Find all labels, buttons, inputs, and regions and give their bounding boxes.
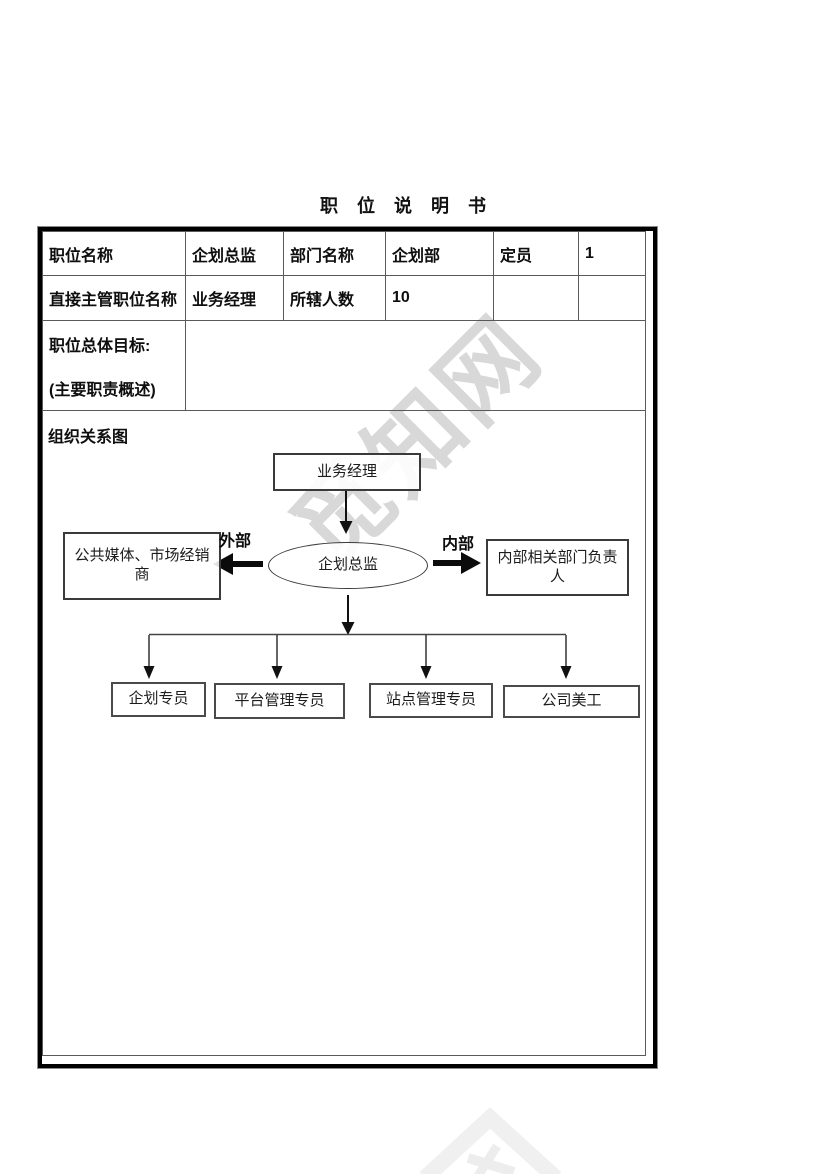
cell-headcount-label: 定员 bbox=[493, 231, 579, 276]
table-row: 职位总体目标: (主要职责概述) bbox=[42, 320, 646, 411]
cell-subordinates-value: 10 bbox=[385, 275, 494, 321]
table-row: 直接主管职位名称 业务经理 所辖人数 10 bbox=[42, 275, 646, 321]
cell-empty bbox=[493, 275, 579, 321]
org-box-site-specialist: 站点管理专员 bbox=[369, 683, 493, 718]
cell-supervisor-value: 业务经理 bbox=[185, 275, 284, 321]
internal-arrow bbox=[433, 552, 481, 574]
cell-empty bbox=[578, 275, 646, 321]
cell-subordinates-label: 所辖人数 bbox=[283, 275, 386, 321]
cell-position-name-value: 企划总监 bbox=[185, 231, 284, 276]
goal-line2: (主要职责概述) bbox=[49, 381, 156, 399]
job-description-table: 职位名称 企划总监 部门名称 企划部 定员 1 直接主管职位名称 业务经理 所辖… bbox=[37, 226, 658, 1069]
cell-department-label: 部门名称 bbox=[283, 231, 386, 276]
table-row: 职位名称 企划总监 部门名称 企划部 定员 1 bbox=[42, 231, 646, 276]
org-ellipse-director: 企划总监 bbox=[268, 542, 428, 589]
cell-goal-content-empty bbox=[185, 320, 646, 411]
table-row: 组织关系图 bbox=[42, 410, 646, 1056]
page-title: 职 位 说 明 书 bbox=[320, 196, 489, 216]
org-box-planning-specialist: 企划专员 bbox=[111, 682, 206, 717]
org-box-company-artist: 公司美工 bbox=[503, 685, 640, 718]
org-chart-connectors bbox=[143, 491, 572, 679]
org-box-manager: 业务经理 bbox=[273, 453, 421, 491]
org-box-internal-departments: 内部相关部门负责人 bbox=[486, 539, 629, 596]
org-box-platform-specialist: 平台管理专员 bbox=[214, 683, 345, 719]
internal-label: 内部 bbox=[442, 536, 475, 553]
org-box-external-media: 公共媒体、市场经销商 bbox=[63, 532, 221, 600]
org-chart-title: 组织关系图 bbox=[48, 429, 129, 446]
cell-department-value: 企划部 bbox=[385, 231, 494, 276]
cell-supervisor-label: 直接主管职位名称 bbox=[42, 275, 186, 321]
cell-position-name-label: 职位名称 bbox=[42, 231, 186, 276]
external-label: 外部 bbox=[219, 533, 252, 550]
org-chart-cell: 组织关系图 bbox=[42, 410, 646, 1056]
cell-headcount-value: 1 bbox=[578, 231, 646, 276]
external-arrow bbox=[213, 553, 263, 575]
cell-goal-label: 职位总体目标: (主要职责概述) bbox=[42, 320, 186, 411]
goal-line1: 职位总体目标: bbox=[49, 337, 151, 355]
